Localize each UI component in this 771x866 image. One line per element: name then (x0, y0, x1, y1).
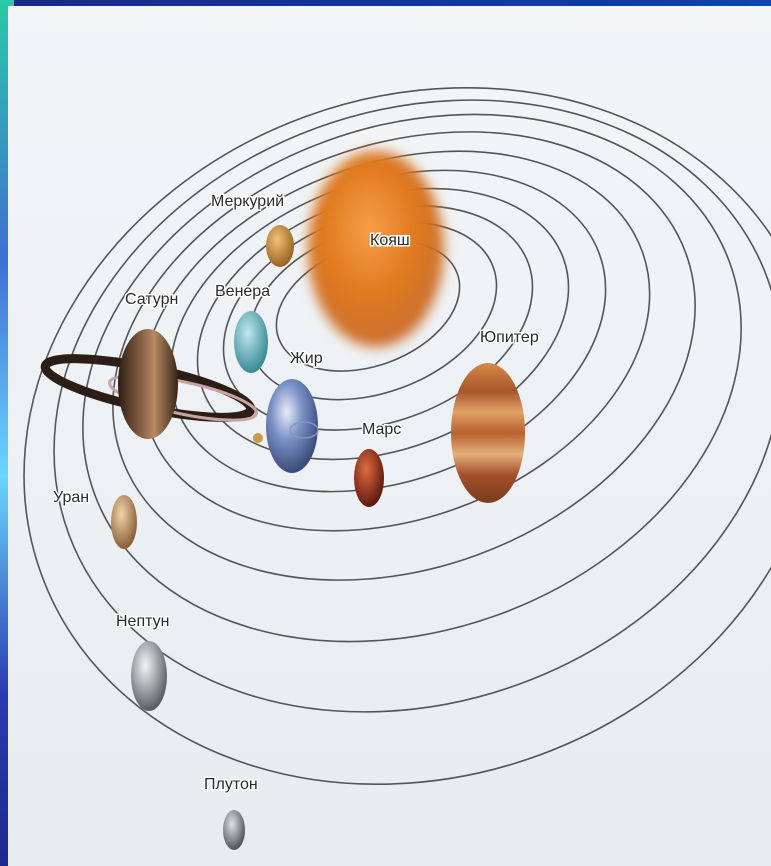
pluto-body (223, 810, 245, 850)
neptune-body (131, 641, 167, 711)
orbits-group (23, 86, 771, 786)
pluto: Плутон (203, 775, 259, 850)
mercury: Меркурий (210, 192, 294, 267)
sun: Кояш (308, 151, 444, 347)
moon-body (253, 433, 263, 443)
mars-body (354, 449, 384, 507)
neptune: Нептун (115, 612, 171, 711)
earth-orbit-ring (289, 421, 319, 439)
mars-label: Марс (362, 421, 401, 438)
earth-label: Жир (290, 350, 323, 367)
jupiter-body (451, 363, 525, 503)
saturn-ring-inner (108, 374, 258, 422)
saturn-body (118, 329, 178, 439)
venus: Венера (214, 282, 272, 373)
uranus-label: Уран (53, 489, 89, 506)
uranus-body (111, 495, 137, 549)
solar-system-diagram: Кояш Меркурий Венера Жир Марс Юпитер (8, 6, 771, 866)
uranus: Уран (52, 488, 137, 549)
diagram-svg: Кояш Меркурий Венера Жир Марс Юпитер (23, 86, 771, 850)
mars: Марс (354, 420, 403, 507)
saturn: Сатурн (40, 290, 258, 439)
mercury-body (266, 225, 294, 267)
mercury-label: Меркурий (211, 193, 284, 210)
orbit-9 (53, 99, 771, 713)
neptune-label: Нептун (116, 613, 169, 630)
jupiter: Юпитер (451, 328, 540, 503)
sun-label: Кояш (370, 232, 410, 249)
orbit-10 (23, 86, 771, 786)
saturn-label: Сатурн (125, 291, 178, 308)
orbit-7 (112, 131, 696, 581)
venus-label: Венера (215, 283, 270, 300)
orbit-8 (82, 113, 742, 643)
earth: Жир (253, 349, 324, 473)
venus-body (234, 311, 268, 373)
jupiter-label: Юпитер (480, 329, 539, 346)
pluto-label: Плутон (204, 776, 258, 793)
sun-body (308, 151, 444, 347)
